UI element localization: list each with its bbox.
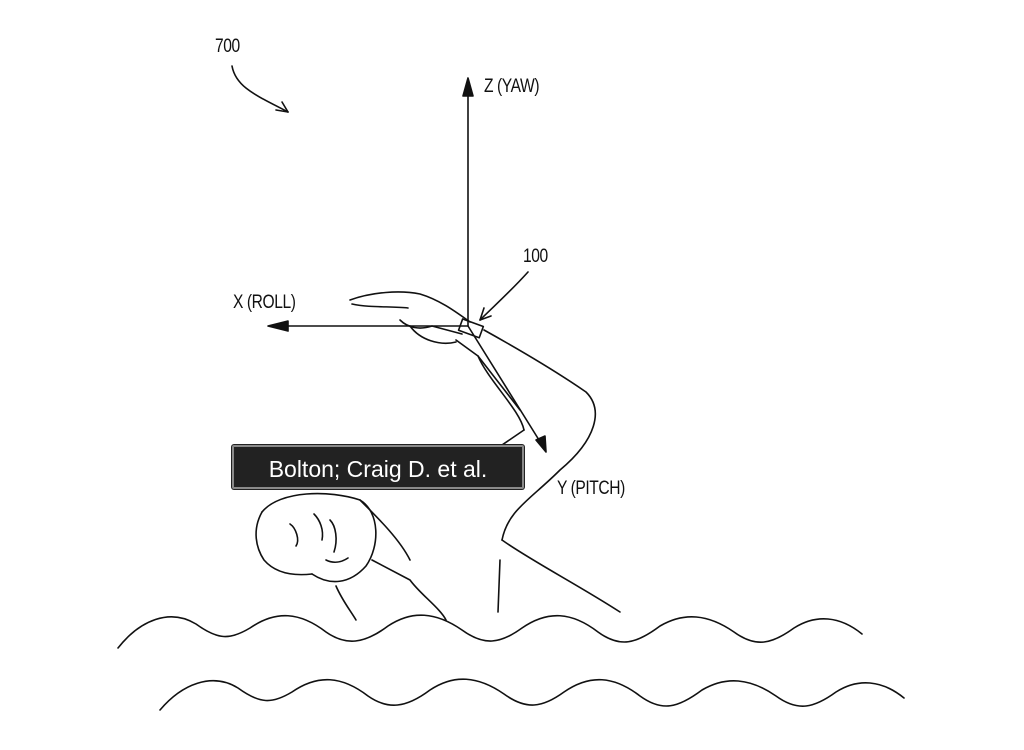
figure-reference-label: 700 <box>215 36 240 57</box>
y-axis <box>467 325 545 449</box>
tooltip: Bolton; Craig D. et al. <box>232 445 524 489</box>
z-axis-label: Z (YAW) <box>484 76 540 97</box>
device-reference-label: 100 <box>523 246 548 267</box>
water-waves <box>117 614 905 711</box>
y-axis-label: Y (PITCH) <box>557 478 625 499</box>
x-axis-label: X (ROLL) <box>233 292 296 313</box>
reference-arrow-700 <box>231 65 289 113</box>
reference-arrow-100 <box>479 271 529 321</box>
